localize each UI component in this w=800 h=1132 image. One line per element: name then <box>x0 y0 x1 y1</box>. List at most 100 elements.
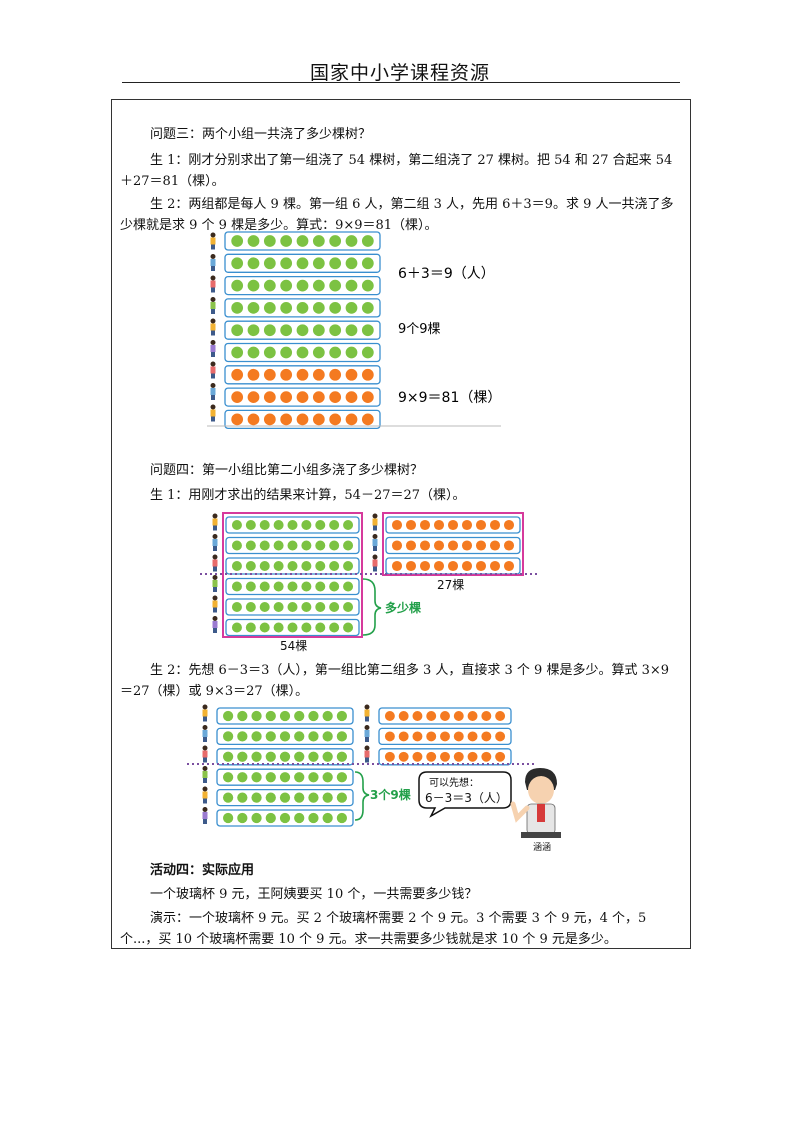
tree-dot <box>433 519 445 531</box>
tree-dot <box>296 324 309 337</box>
tree-dot <box>336 792 348 803</box>
question-three: 问题三：两个小组一共浇了多少棵树？ <box>150 127 372 142</box>
child-figure <box>202 766 208 783</box>
tree-dot <box>440 711 450 721</box>
tree-dot <box>263 413 276 426</box>
boy-character <box>510 768 561 838</box>
tree-dot <box>447 519 459 531</box>
child-figure <box>212 575 218 592</box>
tree-dot <box>329 235 342 247</box>
tree-dot <box>259 520 270 530</box>
tree-dot <box>343 540 354 551</box>
tree-dot <box>296 257 309 270</box>
tree-dot <box>263 235 276 247</box>
tree-dot <box>405 540 417 551</box>
tree-dot <box>279 710 291 722</box>
tree-dot <box>273 540 284 551</box>
tree-dot <box>231 324 244 337</box>
tree-dot <box>345 413 358 426</box>
tree-dot <box>280 413 293 426</box>
tree-dot <box>426 711 437 721</box>
child-figure <box>202 704 208 722</box>
tree-dot <box>247 257 260 270</box>
child-figure <box>212 534 218 551</box>
tree-dot <box>322 710 333 722</box>
label-54: 54棵 <box>280 638 307 653</box>
tree-dot <box>481 731 492 742</box>
tree-dot <box>231 346 244 359</box>
tree-dot <box>247 391 260 403</box>
tree-dot <box>265 772 276 783</box>
label-27: 27棵 <box>437 577 464 592</box>
tree-dot <box>265 792 276 803</box>
tree-dot <box>247 235 260 247</box>
tree-dot <box>384 731 395 742</box>
tree-dot <box>481 751 492 762</box>
tree-dot <box>329 581 340 592</box>
tree-dot <box>294 772 305 783</box>
tree-dot <box>247 413 260 426</box>
tree-dot <box>312 413 325 426</box>
tree-dot <box>503 560 515 572</box>
tree-dot <box>296 279 309 292</box>
tree-dot <box>345 257 358 270</box>
tree-dot <box>287 520 298 530</box>
child-figure <box>210 232 216 250</box>
tree-dot <box>361 235 374 247</box>
tree-dot <box>467 751 478 762</box>
tree-dot <box>279 792 291 803</box>
tree-dot <box>329 257 342 270</box>
tree-dot <box>384 711 395 721</box>
child-figure <box>372 554 378 572</box>
label-equation: 9×9＝81（棵） <box>398 390 501 406</box>
tree-dot <box>308 751 319 762</box>
tree-dot <box>315 561 326 571</box>
tree-dot <box>222 751 234 762</box>
tree-dot <box>312 368 325 381</box>
tree-dot <box>329 540 340 551</box>
tree-dot <box>308 772 319 783</box>
activity-four-title: 活动四：实际应用 <box>150 863 255 878</box>
tree-dot <box>489 560 501 572</box>
box-27 <box>382 512 524 576</box>
people-column-group1 <box>212 513 218 633</box>
figure-three-groups: 3个9棵 可以先想： 6－3＝3（人） 涵涵 <box>187 704 561 853</box>
tree-dot <box>247 324 260 337</box>
header-rule <box>122 82 680 83</box>
tree-dot <box>263 324 276 337</box>
tree-dot <box>296 302 309 314</box>
child-figure <box>212 595 218 613</box>
tree-dot <box>447 540 459 551</box>
child-figure <box>210 318 216 336</box>
tree-dot <box>259 622 270 633</box>
tree-dot <box>263 257 276 270</box>
tree-dot <box>433 560 445 572</box>
tree-dot <box>280 257 293 270</box>
tree-dot <box>296 368 309 381</box>
tree-dot <box>315 602 326 612</box>
tree-dot <box>361 279 374 292</box>
tree-dot <box>361 324 374 337</box>
child-figure <box>210 340 216 357</box>
tree-dot <box>222 731 234 742</box>
dot-rows-group1 <box>216 707 354 827</box>
tree-dot <box>322 812 333 824</box>
tree-dot <box>329 302 342 314</box>
label-three-groups: 3个9棵 <box>370 787 411 802</box>
tree-dot <box>287 561 298 571</box>
tree-dot <box>453 751 464 762</box>
activity-four-problem: 一个玻璃杯 9 元，王阿姨要买 10 个，一共需要多少钱？ <box>150 887 478 902</box>
tree-dot <box>329 346 342 359</box>
tree-dot <box>301 520 312 530</box>
tree-dot <box>345 368 358 381</box>
tree-dot <box>231 302 244 314</box>
child-figure <box>212 513 218 531</box>
tree-dot <box>412 751 423 762</box>
tree-dot <box>237 792 248 803</box>
tree-dot <box>361 346 374 359</box>
tree-dot <box>231 602 242 612</box>
tree-dot <box>265 812 276 824</box>
tree-dot <box>433 540 445 551</box>
tree-dot <box>315 622 326 633</box>
tree-dot <box>361 257 374 270</box>
